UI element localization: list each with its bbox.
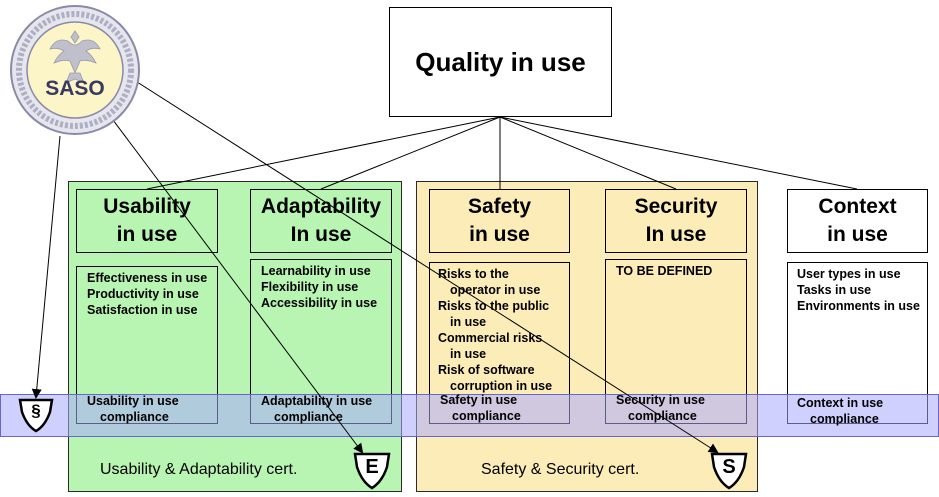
compliance-symbol-text: § (31, 401, 41, 420)
security-item: TO BE DEFINED (616, 264, 713, 278)
safety-item: Risks to the (438, 267, 509, 281)
compliance-line: compliance (628, 409, 697, 423)
quality-in-use-label: Quality in use (415, 46, 586, 77)
s-certification-text: S (722, 456, 736, 478)
compliance-line: compliance (452, 409, 521, 423)
context-header: Context in use (787, 189, 928, 253)
e-certification-text: E (365, 456, 379, 478)
security-title-line2: In use (645, 223, 707, 246)
security-compliance: Security in use compliance (616, 392, 705, 424)
tree-line-context (499, 116, 858, 190)
security-title-line1: Security (634, 195, 718, 218)
adaptability-title-line1: Adaptability (260, 195, 382, 218)
usability-title-line2: in use (116, 223, 178, 246)
usability-compliance: Usability in use compliance (87, 393, 179, 425)
compliance-line: compliance (100, 410, 169, 424)
safety-title-line1: Safety (467, 195, 532, 218)
context-compliance: Context in use compliance (797, 395, 883, 427)
adaptability-item: Accessibility in use (261, 296, 378, 310)
compliance-line: Usability in use (87, 394, 179, 408)
compliance-line: compliance (274, 410, 343, 424)
adaptability-header: Adaptability In use (250, 189, 392, 253)
tree-line-adaptability (320, 116, 501, 190)
usability-item: Productivity in use (87, 287, 199, 301)
context-item: User types in use (797, 267, 901, 281)
safety-item: in use (450, 315, 487, 329)
compliance-line: Security in use (616, 393, 705, 407)
safety-item: in use (450, 347, 487, 361)
safety-item: operator in use (450, 283, 541, 297)
safety-title-line2: in use (469, 223, 530, 246)
safety-item: Risk of software (438, 363, 535, 377)
adaptability-title-line2: In use (290, 223, 352, 246)
compliance-line: Adaptability in use (261, 394, 373, 408)
safety-item: Commercial risks (438, 331, 543, 345)
usability-item: Effectiveness in use (87, 271, 208, 285)
adaptability-item: Flexibility in use (261, 280, 359, 294)
compliance-symbol-icon: § (17, 396, 55, 434)
logo-to-compliance-arrow (31, 135, 61, 399)
safety-item: Risks to the public (438, 299, 550, 313)
context-item: Environments in use (797, 299, 920, 313)
safety-security-cert-label: Safety & Security cert. (481, 461, 640, 478)
saso-logo: SASO (8, 3, 142, 137)
safety-compliance: Safety in use compliance (440, 392, 521, 424)
context-title-line2: in use (827, 223, 888, 246)
usability-adaptability-cert-label: Usability & Adaptability cert. (100, 461, 298, 478)
tree-line-usability (146, 116, 501, 190)
quality-in-use-box: Quality in use (389, 7, 612, 117)
adaptability-compliance: Adaptability in use compliance (261, 393, 372, 425)
context-title-line1: Context (818, 195, 897, 218)
saso-logo-text: SASO (45, 77, 105, 100)
context-item: Tasks in use (797, 283, 872, 297)
e-certification-icon: E (352, 451, 392, 491)
compliance-line: Safety in use (440, 393, 518, 407)
compliance-line: Context in use (797, 396, 884, 410)
s-certification-icon: S (709, 451, 749, 491)
usability-header: Usability in use (76, 189, 218, 253)
usability-item: Satisfaction in use (87, 303, 198, 317)
compliance-line: compliance (810, 412, 879, 426)
safety-header: Safety in use (429, 189, 570, 253)
saso-seal-icon (10, 5, 140, 135)
adaptability-item: Learnability in use (261, 264, 371, 278)
security-header: Security In use (605, 189, 747, 253)
usability-title-line1: Usability (103, 195, 191, 218)
tree-line-security (499, 116, 677, 190)
